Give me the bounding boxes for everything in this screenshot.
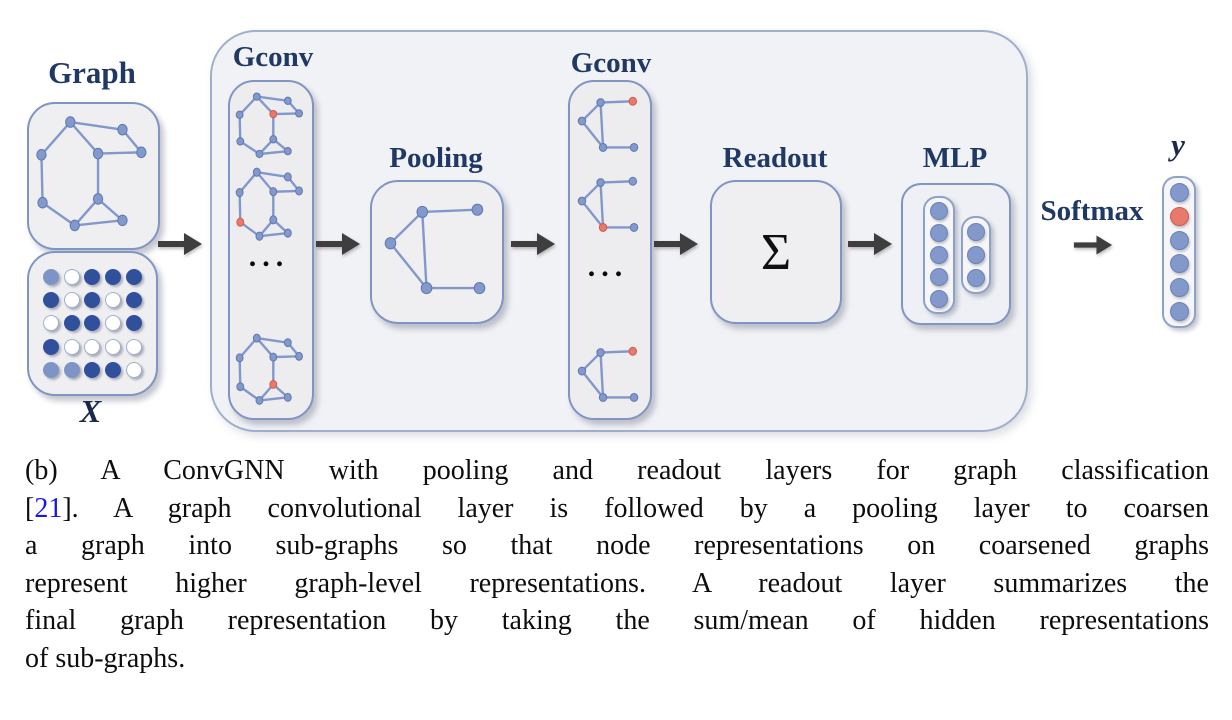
mlp-label: MLP xyxy=(922,142,988,174)
mlp-neuron-dot xyxy=(930,246,948,264)
matrix-cell-dark xyxy=(105,362,122,379)
matrix-cell-dark xyxy=(63,315,80,332)
arrow-right-icon xyxy=(314,229,362,259)
matrix-cell-empty xyxy=(63,338,80,355)
matrix-cell-dark xyxy=(84,292,101,309)
matrix-cell-empty xyxy=(125,338,142,355)
output-class-dot-blue xyxy=(1169,182,1189,202)
output-class-dot-blue xyxy=(1169,254,1189,274)
mlp-neuron-dot xyxy=(930,268,948,286)
output-class-dot-blue xyxy=(1169,230,1189,250)
output-vector xyxy=(1162,176,1196,328)
readout-box: Σ xyxy=(710,180,842,324)
arrow-right-icon xyxy=(509,229,557,259)
input-graph-box xyxy=(27,102,160,250)
arrow-right-icon xyxy=(846,229,894,259)
caption-line-6: of sub-graphs. xyxy=(25,642,186,674)
matrix-cell-empty xyxy=(43,315,60,332)
gconv2-subgraph-1 xyxy=(577,92,639,158)
input-graph-illustration xyxy=(37,112,148,238)
caption-line-3: a graph into sub-graphs so that node rep… xyxy=(25,530,1209,561)
gconv2-subgraph-3 xyxy=(577,342,639,408)
gconv2-label: Gconv xyxy=(570,47,652,79)
caption-line-1: (b) A ConvGNN with pooling and readout l… xyxy=(25,455,1209,486)
matrix-cell-empty xyxy=(63,292,80,309)
output-class-dot-red xyxy=(1169,206,1189,226)
mlp-box xyxy=(901,183,1011,325)
gconv1-ellipsis: ... xyxy=(248,240,290,273)
mlp-neuron-dot xyxy=(930,224,948,242)
matrix-cell-medium xyxy=(43,362,60,379)
matrix-cell-empty xyxy=(63,268,80,285)
matrix-cell-medium xyxy=(43,268,60,285)
matrix-cell-dark xyxy=(125,315,142,332)
gconv2-ellipsis: ... xyxy=(587,250,629,283)
matrix-cell-medium xyxy=(63,362,80,379)
softmax-label: Softmax xyxy=(1040,195,1144,227)
matrix-cell-dark xyxy=(125,292,142,309)
citation-link-21[interactable]: 21 xyxy=(34,492,63,524)
mlp-neuron-dot xyxy=(967,269,985,287)
gconv1-pill: ... xyxy=(228,80,314,420)
arrow-right-icon xyxy=(652,229,700,259)
matrix-cell-dark xyxy=(84,362,101,379)
readout-label: Readout xyxy=(722,142,828,174)
output-label: y xyxy=(1171,127,1185,162)
caption-line-2-text: ]. A graph convolutional layer is follow… xyxy=(62,492,1209,524)
mlp-layer-1 xyxy=(923,196,955,314)
softmax-arrow-icon xyxy=(1070,232,1116,258)
feature-matrix-label: X xyxy=(79,393,102,429)
matrix-cell-dark xyxy=(84,315,101,332)
output-class-dot-blue xyxy=(1169,302,1189,322)
matrix-cell-dark xyxy=(43,338,60,355)
gconv1-subgraph-3 xyxy=(237,332,303,408)
mlp-neuron-dot xyxy=(967,223,985,241)
caption-line-4: represent higher graph-level representat… xyxy=(25,567,1209,599)
matrix-cell-empty xyxy=(105,338,122,355)
matrix-cell-dark xyxy=(105,268,122,285)
output-class-dot-blue xyxy=(1169,278,1189,298)
caption-line-2: [21]. A graph convolutional layer is fol… xyxy=(25,490,1209,528)
graph-label: Graph xyxy=(48,55,136,90)
convgnn-architecture-diagram: Graph X Gconv ... Pooling Gconv ... Read… xyxy=(27,30,1196,432)
matrix-cell-empty xyxy=(105,292,122,309)
pooled-graph-illustration xyxy=(382,194,488,306)
sum-sigma-symbol: Σ xyxy=(760,223,792,281)
gconv2-subgraph-2 xyxy=(577,172,639,238)
gconv2-pill: ... xyxy=(568,80,652,420)
figure-caption: (b) A ConvGNN with pooling and readout l… xyxy=(25,452,1209,677)
mlp-neuron-dot xyxy=(967,246,985,264)
matrix-cell-empty xyxy=(84,338,101,355)
mlp-neuron-dot xyxy=(930,202,948,220)
mlp-layer-2 xyxy=(961,216,991,294)
gconv1-subgraph-1 xyxy=(237,91,303,161)
arrow-right-icon xyxy=(156,229,204,259)
pooling-label: Pooling xyxy=(389,142,483,174)
matrix-cell-empty xyxy=(125,362,142,379)
mlp-neuron-dot xyxy=(930,290,948,308)
matrix-cell-empty xyxy=(105,315,122,332)
gconv1-subgraph-2 xyxy=(237,166,303,244)
matrix-cell-dark xyxy=(43,292,60,309)
gconv1-label: Gconv xyxy=(232,41,314,73)
feature-matrix-box xyxy=(27,251,158,396)
citation-bracket: [ xyxy=(25,492,35,524)
caption-line-5: final graph representation by taking the… xyxy=(25,605,1209,636)
matrix-cell-dark xyxy=(125,268,142,285)
feature-matrix-grid xyxy=(29,253,156,394)
matrix-cell-dark xyxy=(84,268,101,285)
pooling-box xyxy=(370,180,504,324)
